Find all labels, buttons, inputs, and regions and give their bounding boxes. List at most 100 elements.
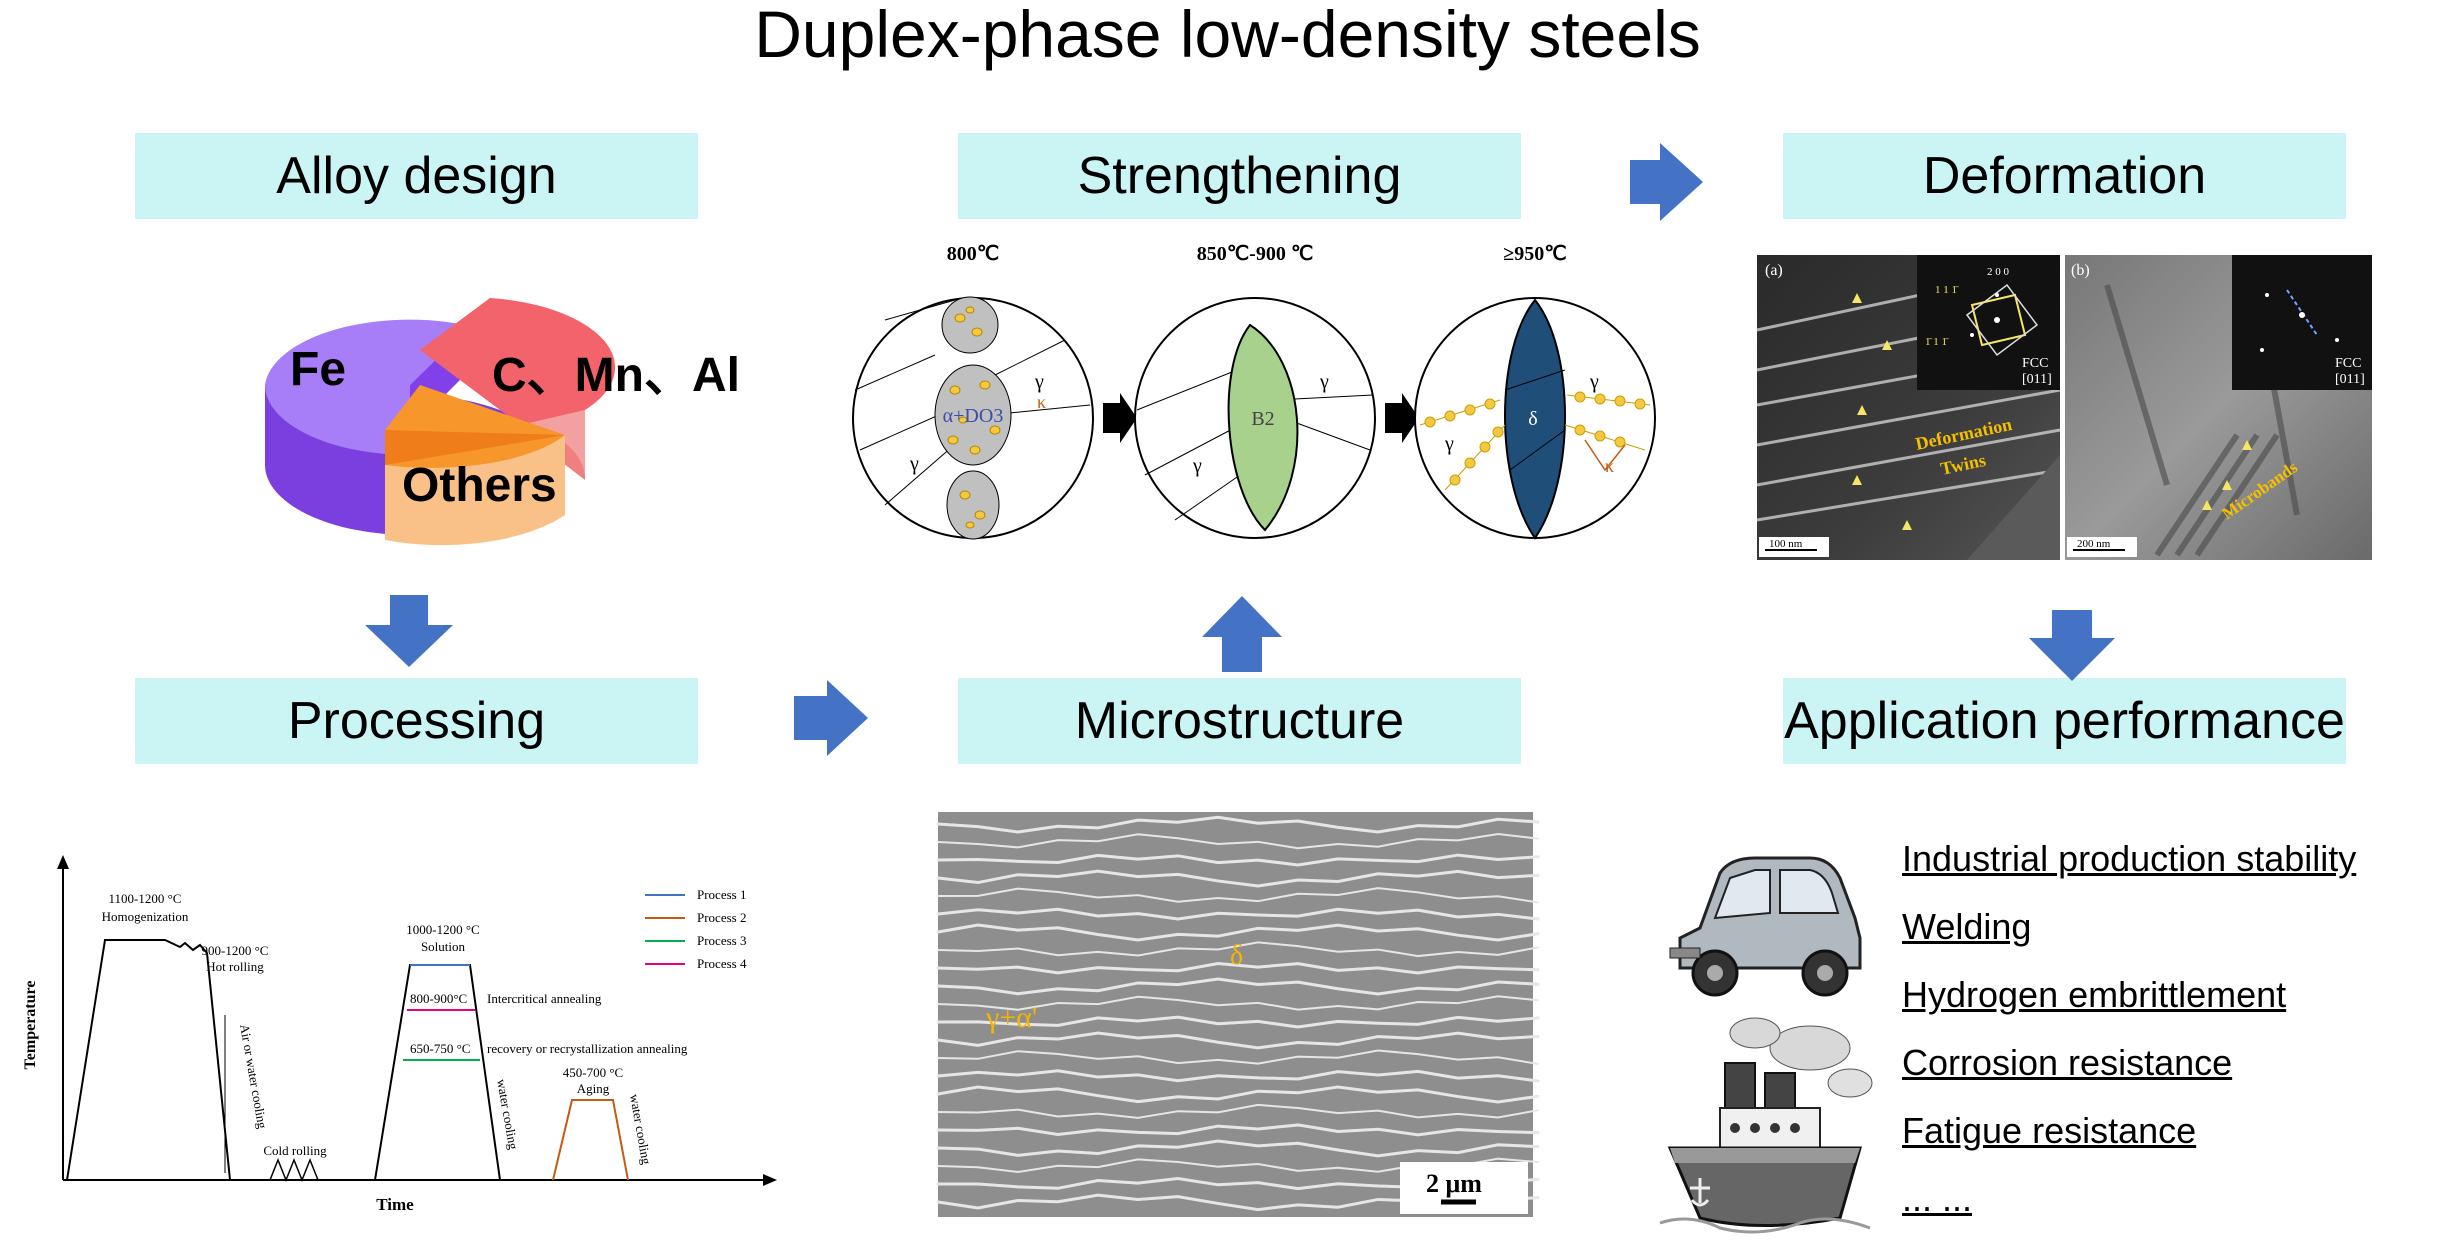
recovery-label: recovery or recrystallization annealing (487, 1041, 688, 1056)
microstructure-circle-950: δ γ γ κ (1414, 297, 1656, 540)
label-gamma-2a: γ (1319, 371, 1329, 393)
sem-lamella (937, 833, 1539, 850)
application-list: Industrial production stability Welding … (1902, 838, 2356, 1246)
solution-temp: 1000-1200 °C (406, 922, 479, 937)
temp-950: ≥950℃ (1503, 243, 1566, 265)
pie-label-others: Others (402, 459, 557, 512)
label-b2: B2 (1251, 408, 1274, 430)
label-gamma-3a: γ (1589, 371, 1599, 393)
y-axis-label: Temperature (22, 981, 39, 1070)
tem-image-a: (a) 2 0 0 1 1 1̄ 1̄ 1 1̄ FCC [011] Defor… (1756, 255, 2061, 560)
legend-label: Process 4 (697, 956, 747, 971)
hot-rolling-label: Hot rolling (206, 959, 264, 974)
arrow-black-2-icon (1385, 393, 1419, 443)
microstructure-circle-800: α+DO3 κ γ γ (852, 296, 1094, 540)
label-kappa-3: κ (1605, 456, 1614, 476)
section-microstructure: Microstructure (958, 678, 1521, 764)
composition-pie (265, 298, 616, 546)
arrow-up-mid-icon (1202, 596, 1282, 672)
solution-label: Solution (421, 939, 466, 954)
label-gamma-1b: γ (909, 453, 919, 475)
application-item: ... ... (1902, 1178, 1973, 1219)
recovery-temp: 650-750 °C (410, 1041, 470, 1056)
sem-lamella (936, 923, 1540, 942)
label-gamma-2b: γ (1192, 455, 1202, 477)
label-alpha-do3: α+DO3 (943, 405, 1004, 427)
label-111a: 1 1 1̄ (1935, 284, 1959, 296)
application-item: Welding (1902, 906, 2032, 947)
tem-images: (a) 2 0 0 1 1 1̄ 1̄ 1 1̄ FCC [011] Defor… (1756, 255, 2372, 560)
sem-lamella (937, 995, 1539, 1011)
processing-route-chart: Temperature Time 1100-1200 °C Homogeniza… (22, 855, 777, 1214)
sem-lamella (937, 887, 1539, 904)
label-a: (a) (1765, 262, 1783, 279)
water-cooling-2: water cooling (627, 1093, 654, 1166)
scale-a: 100 nm (1769, 538, 1803, 550)
section-deformation: Deformation (1783, 133, 2346, 219)
temp-850-900: 850℃-900 ℃ (1197, 243, 1314, 265)
homog-temp: 1100-1200 °C (109, 891, 182, 906)
label-zone-b: [011] (2335, 372, 2365, 387)
sem-lamella (937, 1103, 1539, 1119)
sem-lamella (936, 1139, 1540, 1158)
label-200: 2 0 0 (1987, 266, 2010, 278)
sem-lamella (936, 1085, 1540, 1104)
water-cooling-1: water cooling (494, 1078, 521, 1151)
pie-slice-fe (265, 319, 470, 385)
label-b: (b) (2071, 262, 2090, 279)
tem-image-b: (b) FCC [011] Microbands 200 nm (2065, 255, 2372, 560)
label-gamma-1a: γ (1034, 371, 1044, 393)
application-item: Industrial production stability (1902, 838, 2357, 879)
pie-slice-cmnal (420, 298, 616, 425)
application-item: Corrosion resistance (1902, 1042, 2233, 1083)
sem-lamella (937, 1049, 1539, 1065)
sem-lamella (936, 1031, 1540, 1050)
sem-lamella (936, 1069, 1540, 1083)
arrow-right-top-icon (1630, 143, 1703, 221)
sem-lamella (936, 869, 1540, 888)
section-alloy-design: Alloy design (135, 133, 698, 219)
label-delta: δ (1528, 408, 1537, 430)
legend-label: Process 3 (697, 933, 746, 948)
label-gamma-3b: γ (1444, 433, 1454, 455)
label-zone-a: [011] (2022, 372, 2052, 387)
arrow-right-mid-icon (794, 680, 868, 756)
arrow-down-right-icon (2029, 610, 2115, 681)
sem-delta: δ (1230, 940, 1243, 971)
sem-lamella (936, 853, 1540, 867)
label-fcc-a: FCC (2022, 356, 2048, 371)
label-111b: 1̄ 1 1̄ (1925, 336, 1949, 348)
section-processing: Processing (135, 678, 698, 764)
x-axis-label: Time (376, 1195, 414, 1214)
application-icons (1659, 856, 1873, 1234)
scale-b: 200 nm (2077, 538, 2111, 550)
sem-micrograph: δ γ+α' 2 μm (936, 812, 1540, 1217)
sem-lamella (936, 1015, 1540, 1029)
sem-lamella (936, 962, 1540, 975)
aging-temp: 450-700 °C (563, 1065, 623, 1080)
process-2-line (552, 1099, 629, 1181)
application-item: Hydrogen embrittlement (1902, 974, 2287, 1015)
label-fcc-b: FCC (2335, 356, 2361, 371)
aging-label: Aging (577, 1081, 610, 1096)
sem-lamella (936, 815, 1540, 834)
ship-icon (1659, 1017, 1873, 1234)
application-item: Fatigue resistance (1902, 1110, 2197, 1151)
pie-label-fe: Fe (290, 343, 347, 396)
cold-rolling-label: Cold rolling (263, 1143, 327, 1158)
arrow-black-1-icon (1103, 393, 1137, 443)
sem-lamella (936, 977, 1540, 996)
car-icon (1669, 856, 1862, 997)
hot-rolling-temp: 900-1200 °C (202, 943, 269, 958)
homog-label: Homogenization (102, 909, 189, 924)
legend-label: Process 1 (697, 887, 746, 902)
figure-title: Duplex-phase low-density steels (754, 0, 1701, 71)
temp-800: 800℃ (947, 243, 999, 265)
arrow-down-left-icon (365, 595, 453, 667)
sem-lamella (936, 907, 1540, 921)
sem-lamella (936, 1123, 1540, 1137)
legend-label: Process 2 (697, 910, 746, 925)
intercritical-label: Intercritical annealing (487, 991, 602, 1006)
sem-scale: 2 μm (1426, 1169, 1482, 1198)
